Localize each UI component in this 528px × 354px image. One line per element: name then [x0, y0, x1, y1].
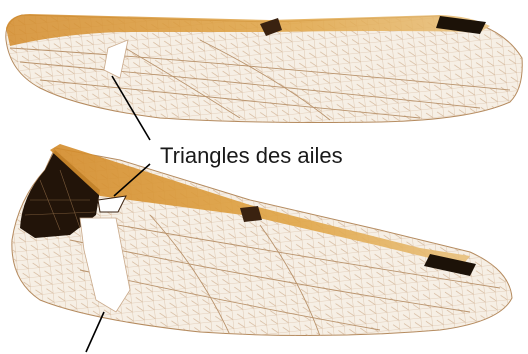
triangles-label: Triangles des ailes: [160, 143, 343, 169]
hindwing: [0, 140, 528, 354]
forewing: [0, 0, 528, 130]
pointer-bottom: [86, 312, 104, 352]
